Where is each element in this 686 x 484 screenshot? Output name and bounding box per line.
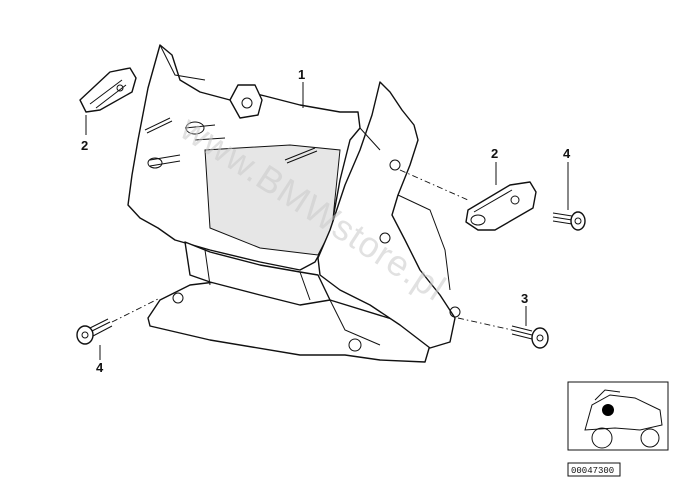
front-fairing-bracket — [127, 44, 461, 363]
callout-2-right: 2 — [491, 146, 498, 161]
reference-number: 00047300 — [571, 466, 614, 476]
callout-2-left: 2 — [81, 138, 88, 153]
callout-4-right: 4 — [563, 146, 571, 161]
leader-dash-clip-right — [399, 169, 469, 201]
clip-right — [465, 181, 537, 231]
callout-4-left: 4 — [96, 360, 104, 375]
clip-left — [79, 67, 137, 113]
screw-4-left — [76, 318, 113, 345]
motorcycle-location-inset: 00047300 — [567, 381, 669, 477]
leader-dash-screw-left — [111, 297, 161, 323]
callout-1: 1 — [298, 67, 305, 82]
screw-3 — [511, 325, 549, 349]
leader-dash-screw-3 — [457, 317, 513, 331]
callout-3: 3 — [521, 291, 528, 306]
screw-4-right — [552, 211, 586, 231]
location-dot — [602, 404, 614, 416]
